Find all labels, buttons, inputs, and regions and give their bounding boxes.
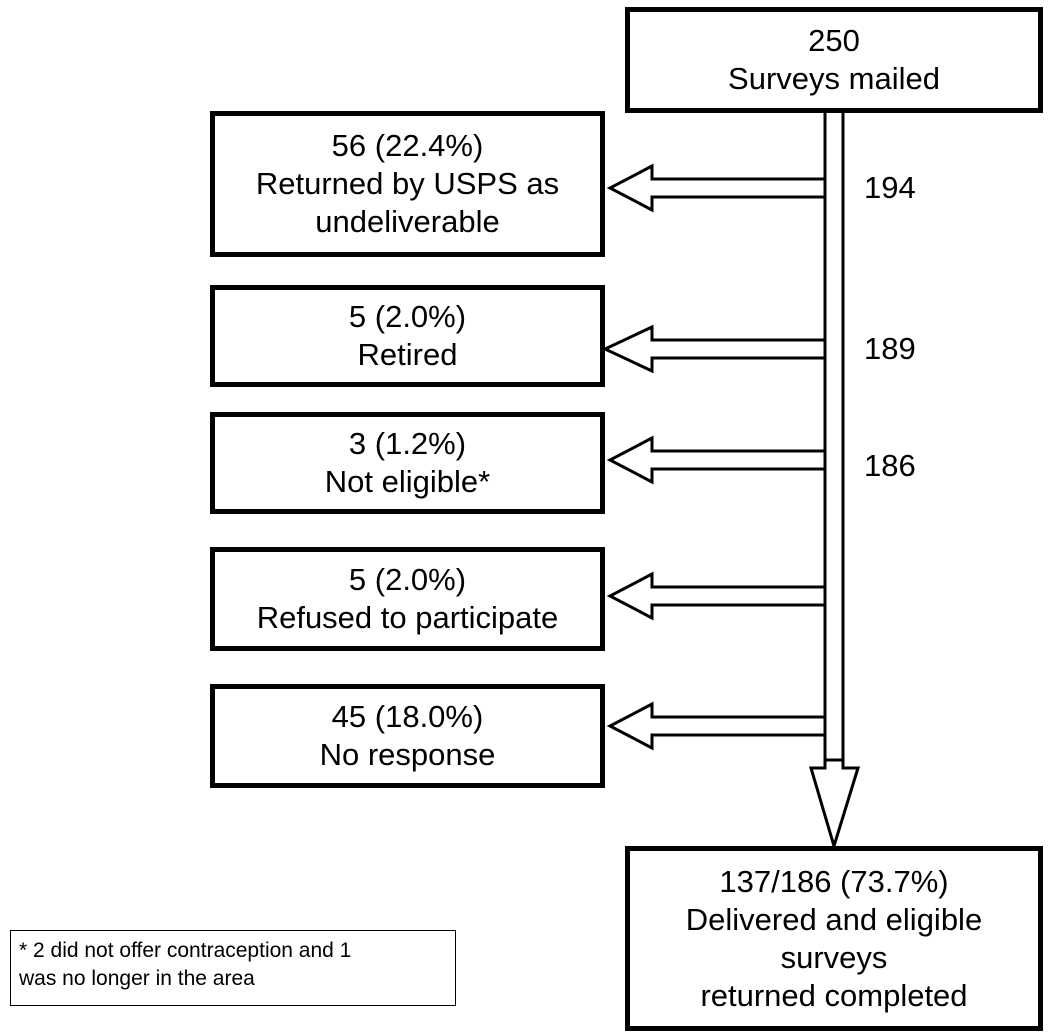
- exclusion-count: 5 (2.0%): [348, 562, 467, 597]
- exclusion-count: 56 (22.4%): [331, 128, 484, 163]
- side-arrow-4: [606, 571, 827, 621]
- final-label: Delivered and eligible: [685, 901, 983, 937]
- main-down-arrow: [808, 113, 861, 852]
- exclusion-box-undeliverable: 56 (22.4%) Returned by USPS as undeliver…: [210, 111, 605, 257]
- remaining-count-186: 186: [864, 448, 916, 483]
- exclusion-count: 45 (18.0%): [331, 699, 484, 734]
- side-arrow-1: [606, 163, 827, 213]
- exclusion-label: Retired: [357, 337, 458, 372]
- exclusion-box-no-response: 45 (18.0%) No response: [210, 684, 605, 788]
- surveys-mailed-label: Surveys mailed: [728, 61, 940, 96]
- side-arrow-5: [606, 701, 827, 751]
- surveys-mailed-count: 250: [808, 23, 860, 58]
- exclusion-box-refused: 5 (2.0%) Refused to participate: [210, 547, 605, 651]
- exclusion-box-retired: 5 (2.0%) Retired: [210, 285, 605, 387]
- final-label: surveys: [780, 939, 888, 975]
- footnote-line: * 2 did not offer contraception and 1: [19, 939, 352, 962]
- surveys-mailed-box: 250 Surveys mailed: [625, 7, 1043, 113]
- side-arrow-2: [601, 324, 827, 374]
- footnote-box: * 2 did not offer contraception and 1 wa…: [10, 930, 456, 1006]
- exclusion-label: Refused to participate: [256, 600, 559, 635]
- exclusion-count: 3 (1.2%): [348, 426, 467, 461]
- final-label: returned completed: [700, 977, 968, 1013]
- exclusion-label: No response: [319, 737, 496, 772]
- exclusion-count: 5 (2.0%): [348, 299, 467, 334]
- remaining-count-194: 194: [864, 170, 916, 205]
- remaining-count-189: 189: [864, 331, 916, 366]
- exclusion-label: Returned by USPS as: [255, 166, 560, 201]
- exclusion-box-not-eligible: 3 (1.2%) Not eligible*: [210, 412, 605, 514]
- final-count: 137/186 (73.7%): [719, 863, 949, 899]
- exclusion-label: Not eligible*: [324, 464, 491, 499]
- footnote-line: was no longer in the area: [19, 967, 255, 990]
- final-outcome-box: 137/186 (73.7%) Delivered and eligible s…: [625, 846, 1043, 1031]
- exclusion-label: undeliverable: [315, 204, 500, 239]
- side-arrow-3: [606, 435, 827, 485]
